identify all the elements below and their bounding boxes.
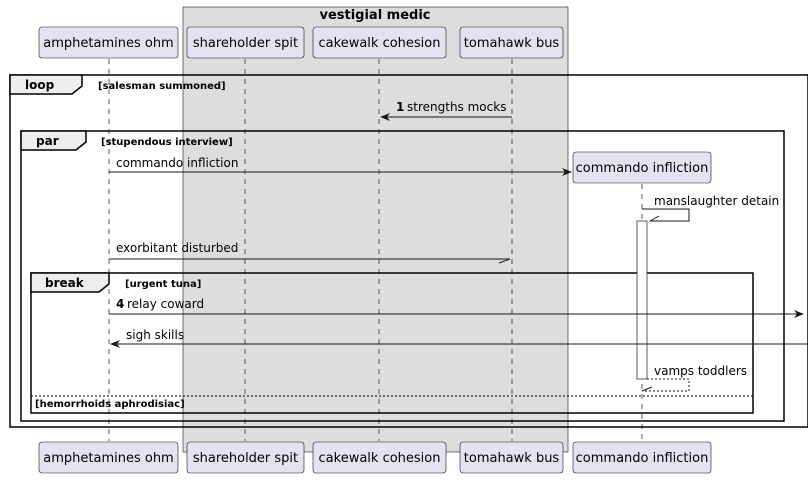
- box-title: vestigial medic: [319, 8, 430, 23]
- message-commando-infliction: commando infliction: [109, 156, 572, 176]
- box-vestigial-medic: [182, 6, 569, 453]
- participant-amphetamines-ohm-bottom[interactable]: amphetamines ohm: [38, 441, 179, 474]
- else-condition: [hemorrhoids aphrodisiac]: [35, 399, 185, 410]
- message-manslaughter-detain: manslaughter detain: [642, 194, 779, 222]
- participant-label: commando infliction: [576, 161, 709, 176]
- participant-commando-infliction-top[interactable]: commando infliction: [572, 151, 712, 184]
- fragment-keyword: break: [45, 276, 85, 290]
- participant-label: tomahawk bus: [464, 451, 560, 466]
- message-number: 1: [396, 100, 404, 114]
- fragment-keyword: loop: [25, 78, 55, 92]
- participant-label: shareholder spit: [193, 451, 298, 466]
- message-label: commando infliction: [116, 156, 238, 170]
- participant-label: tomahawk bus: [464, 36, 560, 51]
- participant-label: cakewalk cohesion: [319, 451, 441, 466]
- message-label: exorbitant disturbed: [116, 241, 238, 255]
- participant-label: commando infliction: [576, 451, 709, 466]
- lifelines: [108, 59, 643, 441]
- participant-tomahawk-bus-top[interactable]: tomahawk bus: [459, 26, 564, 59]
- fragment-par: par [stupendous interview]: [20, 130, 785, 422]
- participant-cakewalk-cohesion-bottom[interactable]: cakewalk cohesion: [312, 441, 447, 474]
- participant-shareholder-spit-top[interactable]: shareholder spit: [186, 26, 305, 59]
- message-label: sigh skills: [126, 328, 184, 342]
- fragment-condition: [salesman summoned]: [98, 81, 226, 92]
- fragment-keyword: par: [36, 134, 59, 148]
- participant-tomahawk-bus-bottom[interactable]: tomahawk bus: [459, 441, 564, 474]
- participant-shareholder-spit-bottom[interactable]: shareholder spit: [186, 441, 305, 474]
- participant-amphetamines-ohm-top[interactable]: amphetamines ohm: [38, 26, 179, 59]
- fragment-condition: [urgent tuna]: [125, 279, 201, 290]
- message-strengths-mocks: 1 strengths mocks: [380, 100, 512, 121]
- activation-bar: [636, 220, 648, 380]
- fragment-loop: loop [salesman summoned]: [9, 74, 808, 428]
- participant-label: amphetamines ohm: [43, 451, 173, 466]
- fragment-break: break [urgent tuna]: [30, 272, 754, 414]
- fragment-else: [hemorrhoids aphrodisiac]: [31, 395, 753, 410]
- participant-label: shareholder spit: [193, 36, 298, 51]
- participant-cakewalk-cohesion-top[interactable]: cakewalk cohesion: [312, 26, 447, 59]
- message-label: relay coward: [127, 297, 204, 311]
- message-sigh-skills: sigh skills: [110, 328, 808, 348]
- message-number: 4: [116, 297, 124, 311]
- participant-label: amphetamines ohm: [43, 36, 173, 51]
- fragment-condition: [stupendous interview]: [101, 137, 233, 148]
- message-exorbitant-disturbed: exorbitant disturbed: [109, 241, 511, 264]
- message-label: manslaughter detain: [654, 194, 779, 208]
- message-label: vamps toddlers: [654, 364, 747, 378]
- message-vamps-toddlers: vamps toddlers: [641, 364, 747, 392]
- message-label: strengths mocks: [407, 100, 506, 114]
- message-relay-coward: 4 relay coward: [109, 297, 804, 318]
- participant-label: cakewalk cohesion: [319, 36, 441, 51]
- participant-commando-infliction-bottom[interactable]: commando infliction: [572, 441, 712, 474]
